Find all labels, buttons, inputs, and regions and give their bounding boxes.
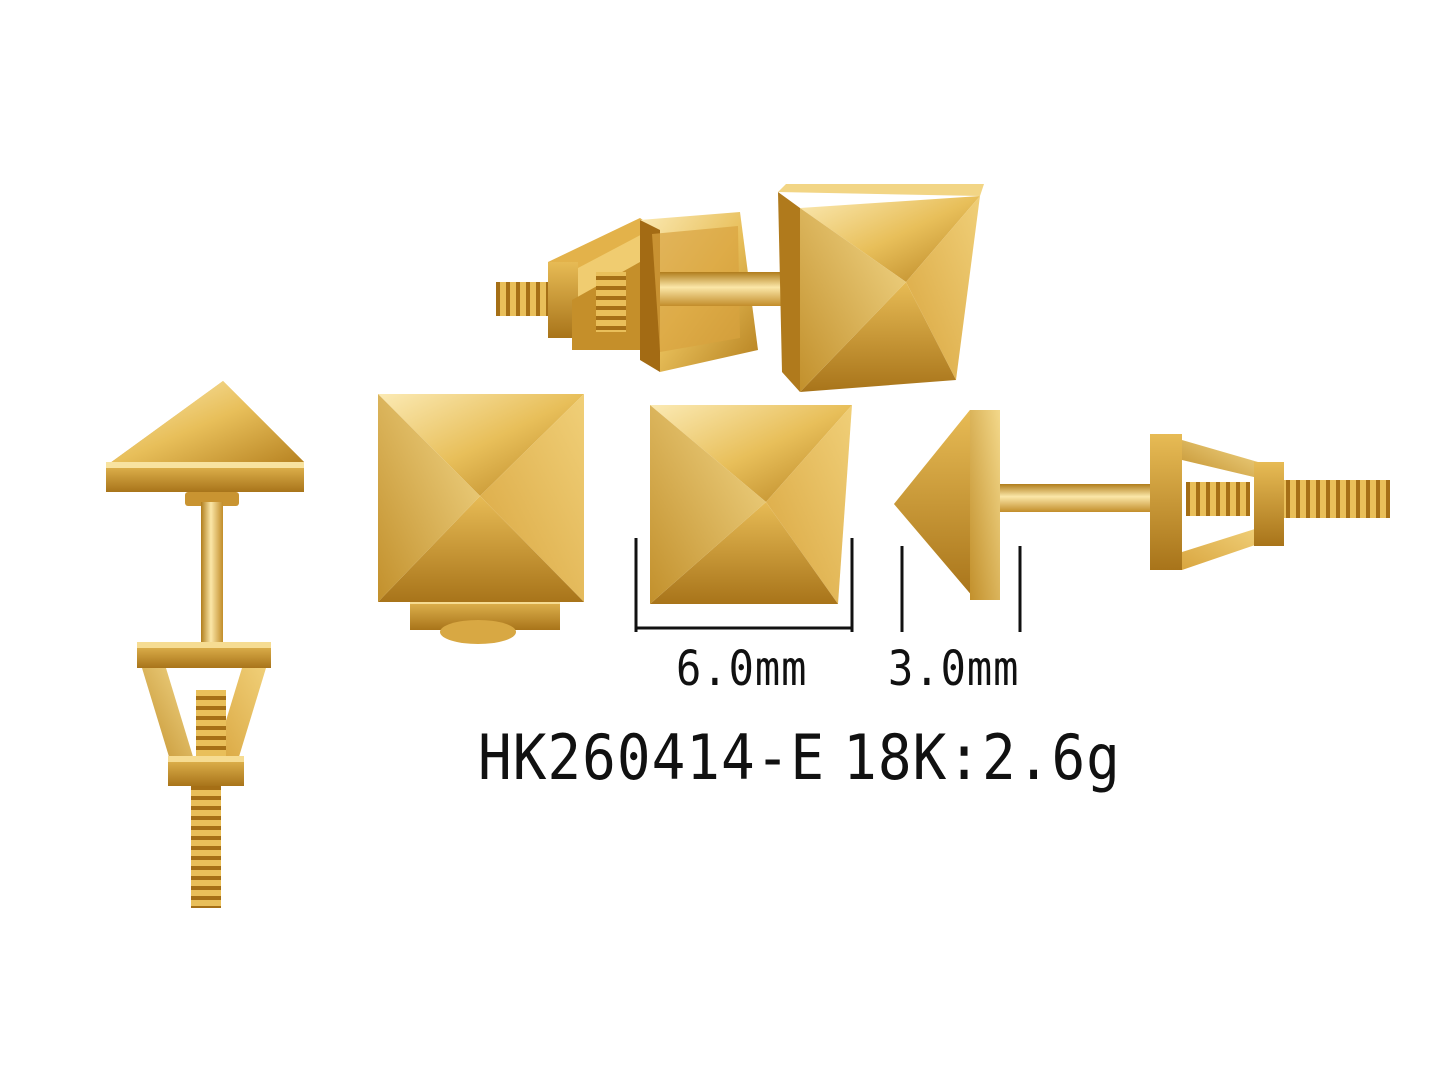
dimension-width-label: 6.0mm bbox=[676, 640, 808, 697]
dimension-6mm bbox=[634, 538, 854, 632]
stud-side-view-left bbox=[106, 381, 304, 908]
stud-angled-view-top bbox=[496, 184, 984, 392]
dimension-depth-label: 3.0mm bbox=[888, 640, 1020, 697]
stud-front-view bbox=[650, 405, 852, 604]
dimension-3mm bbox=[900, 546, 1022, 632]
stud-front-view-with-back bbox=[378, 394, 584, 644]
model-number: HK260414-E bbox=[478, 722, 826, 795]
material-weight: 18K:2.6g bbox=[843, 722, 1121, 795]
stud-profile-view-right bbox=[894, 410, 1390, 600]
